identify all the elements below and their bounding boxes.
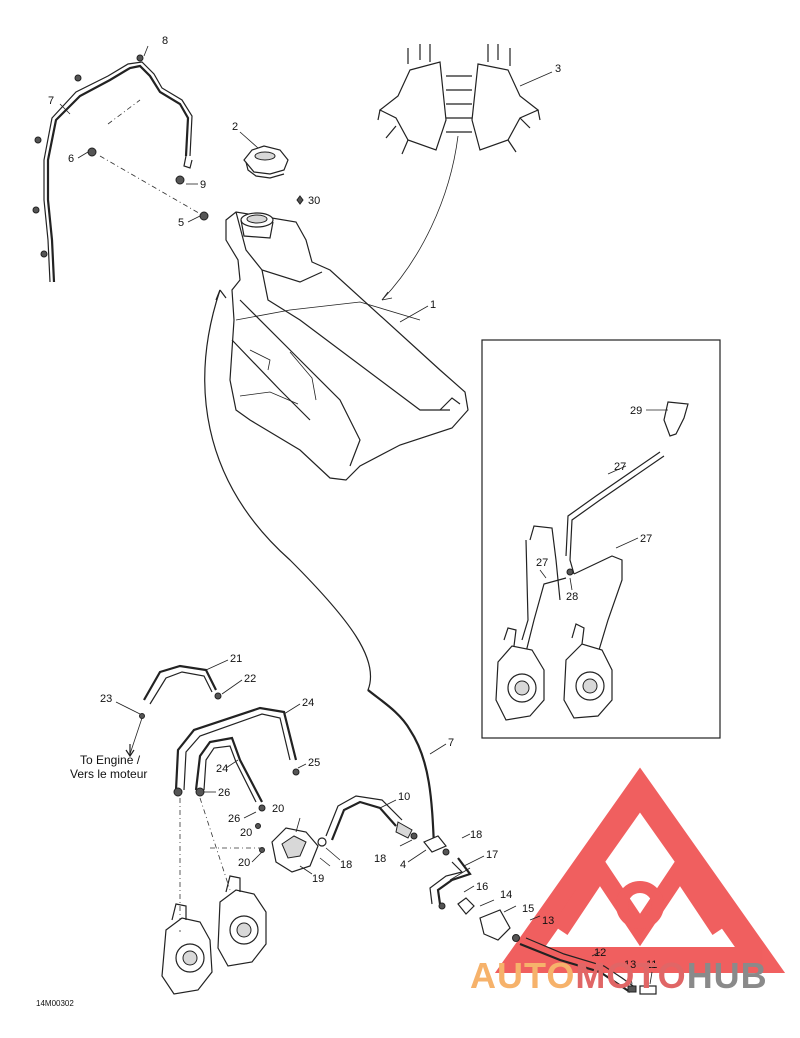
callout-5: 5	[178, 217, 184, 229]
callout-2: 2	[232, 121, 238, 133]
callout-24-top: 24	[302, 697, 314, 709]
watermark-text: AUTOMOTOHUB	[470, 955, 768, 996]
callout-14: 14	[500, 889, 512, 901]
callout-27-top: 27	[614, 461, 626, 473]
callout-11: 11	[646, 959, 657, 971]
engine-label-fr: Vers le moteur	[70, 767, 147, 781]
callout-26-left: 26	[218, 787, 230, 799]
inset-panel	[481, 339, 721, 739]
callout-20-extra: 20	[272, 803, 284, 815]
callout-27-right: 27	[640, 533, 652, 545]
svg-text:AUTOMOTOHUB: AUTOMOTOHUB	[470, 955, 768, 996]
callout-8: 8	[162, 35, 168, 47]
watermark-logo	[494, 767, 786, 973]
callout-4: 4	[400, 859, 406, 871]
callout-18-left: 18	[374, 853, 386, 865]
callout-13-left: 13	[542, 915, 554, 927]
watermark-moto: MOTO	[575, 955, 686, 996]
callout-7-upper: 7	[48, 95, 54, 107]
callout-18-right: 18	[470, 829, 482, 841]
carburetor-lower-left	[161, 903, 213, 995]
carburetor-lower-right	[217, 875, 267, 967]
callout-7-lower: 7	[448, 737, 454, 749]
carburetor-inset-left	[495, 627, 545, 721]
callout-19: 19	[312, 873, 324, 885]
callout-16: 16	[476, 881, 488, 893]
carburetor-inset-right	[563, 623, 613, 719]
callout-24-mid: 24	[216, 763, 228, 775]
callout-25: 25	[308, 757, 320, 769]
fuel-cap	[239, 131, 289, 179]
callout-22: 22	[244, 673, 256, 685]
callout-27-left: 27	[536, 557, 548, 569]
vent-line-upper	[32, 45, 209, 283]
callout-3: 3	[555, 63, 561, 75]
callout-20-bottom: 20	[238, 857, 250, 869]
lower-fuel-system	[125, 664, 657, 995]
callout-21: 21	[230, 653, 242, 665]
callout-13-right: 13	[624, 959, 636, 971]
callout-10: 10	[398, 791, 410, 803]
figure-code: 14M00302	[36, 999, 74, 1008]
engine-label-en: To Engine /	[80, 753, 141, 767]
callout-15: 15	[522, 903, 534, 915]
watermark-hub: HUB	[687, 955, 768, 996]
callout-23: 23	[100, 693, 112, 705]
fuel-tank	[225, 211, 469, 481]
callout-20-top: 20	[240, 827, 252, 839]
callout-26-right: 26	[228, 813, 240, 825]
callout-1: 1	[430, 299, 436, 311]
tank-straps	[377, 44, 553, 155]
callout-18-pump: 18	[340, 859, 352, 871]
callout-9: 9	[200, 179, 206, 191]
callout-29: 29	[630, 405, 642, 417]
callout-numbers: 1 2 3 4 5 6 7 7 8 9 10 11 12 13 13 14 15…	[48, 35, 657, 985]
callout-17: 17	[486, 849, 498, 861]
callout-6: 6	[68, 153, 74, 165]
callout-12: 12	[594, 947, 606, 959]
watermark-auto: AUTO	[470, 955, 575, 996]
callout-30: 30	[308, 195, 320, 207]
callout-28: 28	[566, 591, 578, 603]
